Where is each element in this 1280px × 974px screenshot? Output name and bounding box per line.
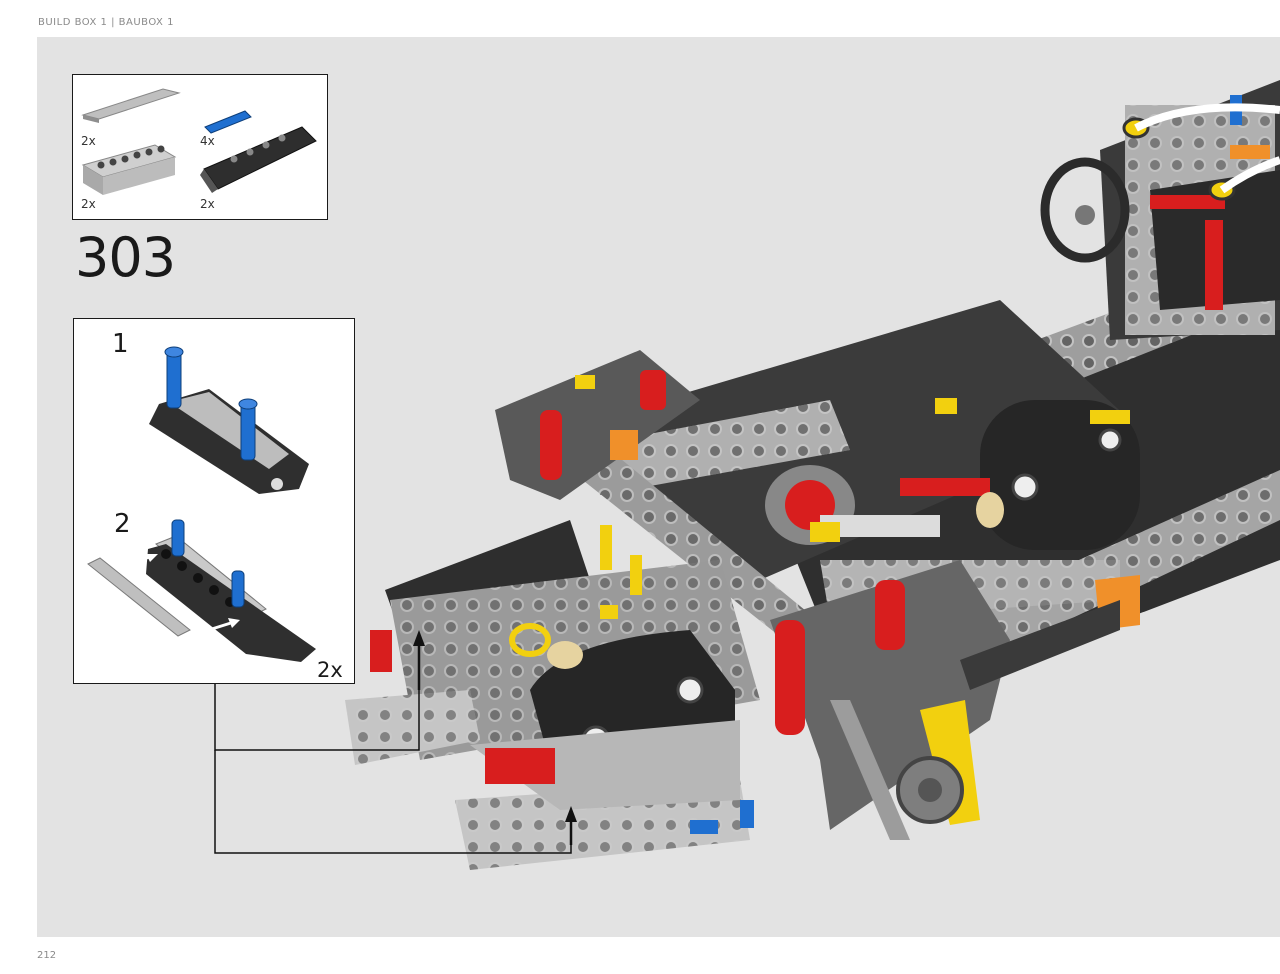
substep-number: 2 <box>114 509 131 539</box>
substep-1-illustration <box>149 346 309 494</box>
blue-pin-icon <box>204 110 252 134</box>
page-header: BUILD BOX 1 | BAUBOX 1 <box>38 17 174 28</box>
part-qty: 2x <box>81 197 96 211</box>
black-panel-icon <box>200 126 317 193</box>
substep-multiplier: 2x <box>317 658 343 682</box>
part-qty: 2x <box>200 197 215 211</box>
parts-list-panel: 2x 4x 2x 2x <box>72 74 328 220</box>
step-number: 303 <box>75 226 176 289</box>
part-qty: 2x <box>81 134 96 148</box>
page-number: 212 <box>37 950 57 961</box>
part-qty: 4x <box>200 134 215 148</box>
technic-brick-icon <box>81 144 177 195</box>
flat-tile-icon <box>81 88 181 123</box>
substep-2-illustration <box>87 519 316 662</box>
subassembly-callout: 1 2 2x <box>73 318 355 684</box>
substep-number: 1 <box>112 329 129 359</box>
